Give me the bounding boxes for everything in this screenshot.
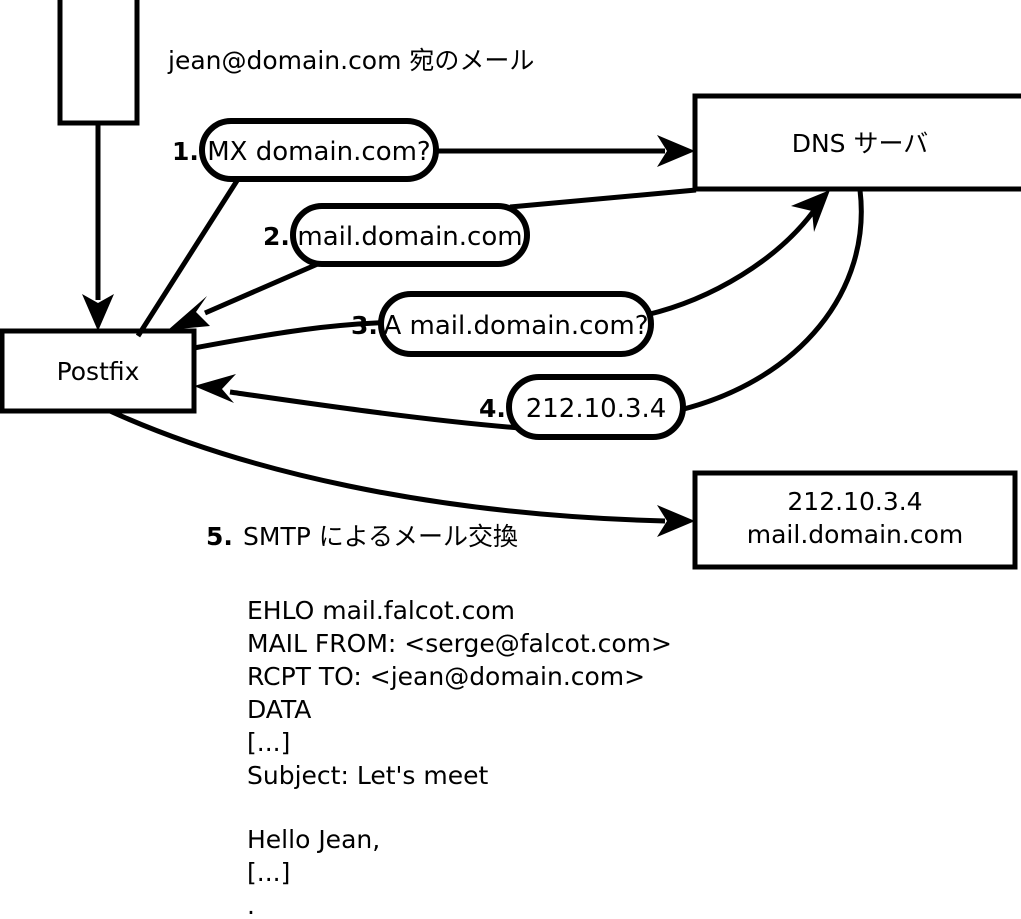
step-4-pill[interactable]: 212.10.3.4 xyxy=(506,374,686,440)
smtp-line-0: EHLO mail.falcot.com xyxy=(247,596,515,625)
connector-client-to-postfix xyxy=(82,123,114,331)
node-client-box xyxy=(57,0,140,126)
connector-step3-to-dns xyxy=(645,190,830,318)
connector-postfix-to-mailserver xyxy=(108,408,695,537)
smtp-line-8: [...] xyxy=(247,858,290,887)
node-postfix-box: Postfix xyxy=(0,328,197,414)
connector-step1-to-dns xyxy=(420,135,695,167)
smtp-transcript: EHLO mail.falcot.com MAIL FROM: <serge@f… xyxy=(247,596,672,919)
mail-caption: jean@domain.com 宛のメール xyxy=(167,46,534,75)
step-4-number: 4. xyxy=(479,394,506,423)
step-5-number: 5. xyxy=(206,522,233,551)
step-4-label: 212.10.3.4 xyxy=(526,394,667,424)
step-2-pill[interactable]: mail.domain.com xyxy=(290,203,530,267)
connector-step2-to-postfix xyxy=(168,260,321,330)
smtp-line-9: . xyxy=(247,891,255,919)
connector-postfix-to-step3 xyxy=(193,319,401,351)
node-dns-box: DNS サーバ xyxy=(692,93,1021,192)
connector-step4-to-postfix xyxy=(194,374,521,431)
smtp-line-2: RCPT TO: <jean@domain.com> xyxy=(247,662,645,691)
step-3-label: A mail.domain.com? xyxy=(384,311,649,341)
connector-dns-to-step2 xyxy=(509,187,697,210)
node-postfix-label: Postfix xyxy=(57,357,140,386)
connector-dns-to-step4 xyxy=(679,189,864,413)
step-3-pill[interactable]: A mail.domain.com? xyxy=(378,291,654,357)
smtp-line-3: DATA xyxy=(247,695,311,724)
connector-postfix-to-step1 xyxy=(135,174,243,338)
step-2-label: mail.domain.com xyxy=(297,222,522,252)
smtp-line-4: [...] xyxy=(247,728,290,757)
smtp-line-5: Subject: Let's meet xyxy=(247,761,488,790)
step-5-label: SMTP によるメール交換 xyxy=(243,522,518,551)
step-1-number: 1. xyxy=(172,137,199,166)
node-mailserver-box: 212.10.3.4 mail.domain.com xyxy=(692,470,1018,570)
smtp-line-1: MAIL FROM: <serge@falcot.com> xyxy=(247,629,672,658)
step-3-number: 3. xyxy=(351,311,378,340)
step-2-number: 2. xyxy=(263,222,290,251)
node-mailserver-ip: 212.10.3.4 xyxy=(787,487,922,516)
smtp-line-7: Hello Jean, xyxy=(247,825,380,854)
node-mailserver-hostname: mail.domain.com xyxy=(747,520,963,549)
node-dns-label: DNS サーバ xyxy=(792,129,929,158)
step-1-label: MX domain.com? xyxy=(207,137,430,167)
step-1-pill[interactable]: MX domain.com? xyxy=(199,118,439,182)
